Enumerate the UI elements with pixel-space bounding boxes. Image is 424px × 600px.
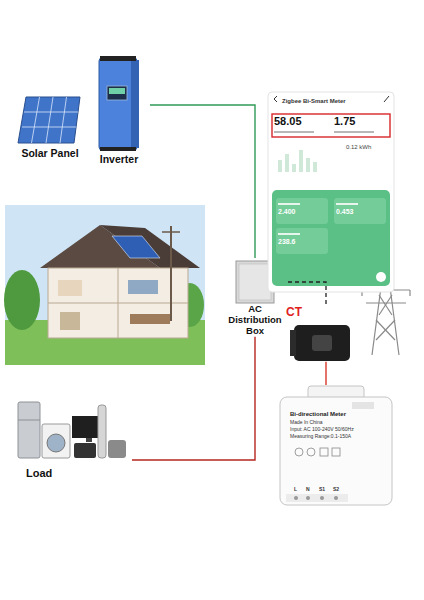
- load-node: Load: [12, 395, 132, 480]
- node-text: 238.6: [278, 238, 296, 245]
- connector-line: [132, 337, 255, 460]
- meter-housing: [280, 386, 392, 505]
- house-illustration: [4, 205, 205, 365]
- node-label: CT: [286, 306, 352, 320]
- node-text: 0.453: [336, 208, 354, 215]
- node-text: S1: [319, 486, 325, 492]
- node-text: Made In China: [290, 419, 323, 425]
- bidirectional-meter-node: Bi-directional MeterMade In ChinaInput: …: [280, 385, 392, 505]
- connector-line: [150, 105, 255, 258]
- phone-app-node: Zigbee Bi-Smart Meter 58.05 1.75 0.12 kWh 2.…: [268, 92, 394, 292]
- node-label: AC Distribution Box: [222, 304, 288, 337]
- distribution-box-node: AC Distribution Box: [222, 258, 288, 337]
- connector-line: [288, 282, 326, 306]
- solar-panel-icon: [18, 97, 80, 143]
- node-text: 58.05: [274, 115, 302, 127]
- node-text: L: [294, 486, 297, 492]
- node-text: Input: AC 100-240V 50/60Hz: [290, 426, 354, 432]
- node-text: Measuring Range:0.1-150A: [290, 433, 351, 439]
- node-label: Solar Panel: [12, 147, 88, 159]
- ct-clamp: [290, 325, 350, 361]
- node-text: 2.400: [278, 208, 296, 215]
- node-text: 0.12 kWh: [346, 144, 371, 150]
- connector-line: [325, 362, 326, 385]
- inverter-node: Inverter: [88, 55, 150, 165]
- connector: [288, 282, 326, 306]
- node-label: Inverter: [88, 153, 150, 165]
- node-label: Zigbee Bi-Smart Meter: [282, 98, 346, 104]
- connector: [326, 362, 327, 385]
- node-text: S2: [333, 486, 339, 492]
- inverter-icon: [99, 56, 139, 151]
- connector: [150, 105, 255, 258]
- ct-node: CT: [286, 306, 352, 362]
- appliance-group: [18, 402, 126, 458]
- connector: [132, 337, 255, 460]
- node-text: N: [306, 486, 310, 492]
- node-label: Load: [26, 467, 132, 480]
- node-text: 1.75: [334, 115, 355, 127]
- phone-app-screen: [268, 92, 394, 292]
- node-label: Bi-directional Meter: [290, 411, 346, 417]
- solar-panel-node: Solar Panel: [12, 92, 88, 159]
